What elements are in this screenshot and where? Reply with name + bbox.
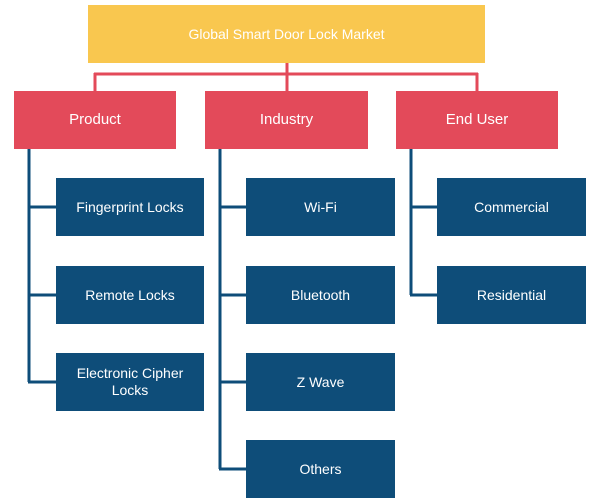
leaf-z-wave: Z Wave xyxy=(246,353,395,411)
category-industry-label: Industry xyxy=(259,111,314,128)
leaf-label: Fingerprint Locks xyxy=(76,198,184,215)
leaf-remote-locks: Remote Locks xyxy=(56,266,204,324)
leaf-label: Remote Locks xyxy=(85,286,175,303)
root-label: Global Smart Door Lock Market xyxy=(188,25,385,42)
leaf-label: Residential xyxy=(476,286,547,303)
leaf-residential: Residential xyxy=(437,266,586,324)
category-end-user-label: End User xyxy=(445,111,509,128)
leaf-fingerprint-locks: Fingerprint Locks xyxy=(56,178,204,236)
root-node: Global Smart Door Lock Market xyxy=(88,5,485,63)
leaf-label: Electronic Cipher Locks xyxy=(76,365,184,398)
leaf-commercial: Commercial xyxy=(437,178,586,236)
leaf-label: Commercial xyxy=(474,198,549,215)
leaf-label: Z Wave xyxy=(296,373,345,390)
category-product: Product xyxy=(14,91,176,149)
category-end-user: End User xyxy=(396,91,558,149)
category-product-label: Product xyxy=(69,111,121,128)
leaf-wi-fi: Wi-Fi xyxy=(246,178,395,236)
category-industry: Industry xyxy=(205,91,368,149)
leaf-electronic-cipher-locks: Electronic Cipher Locks xyxy=(56,353,204,411)
leaf-label: Bluetooth xyxy=(290,286,351,303)
leaf-others: Others xyxy=(246,440,395,498)
leaf-label: Wi-Fi xyxy=(304,198,337,215)
leaf-label: Others xyxy=(299,460,342,477)
leaf-bluetooth: Bluetooth xyxy=(246,266,395,324)
